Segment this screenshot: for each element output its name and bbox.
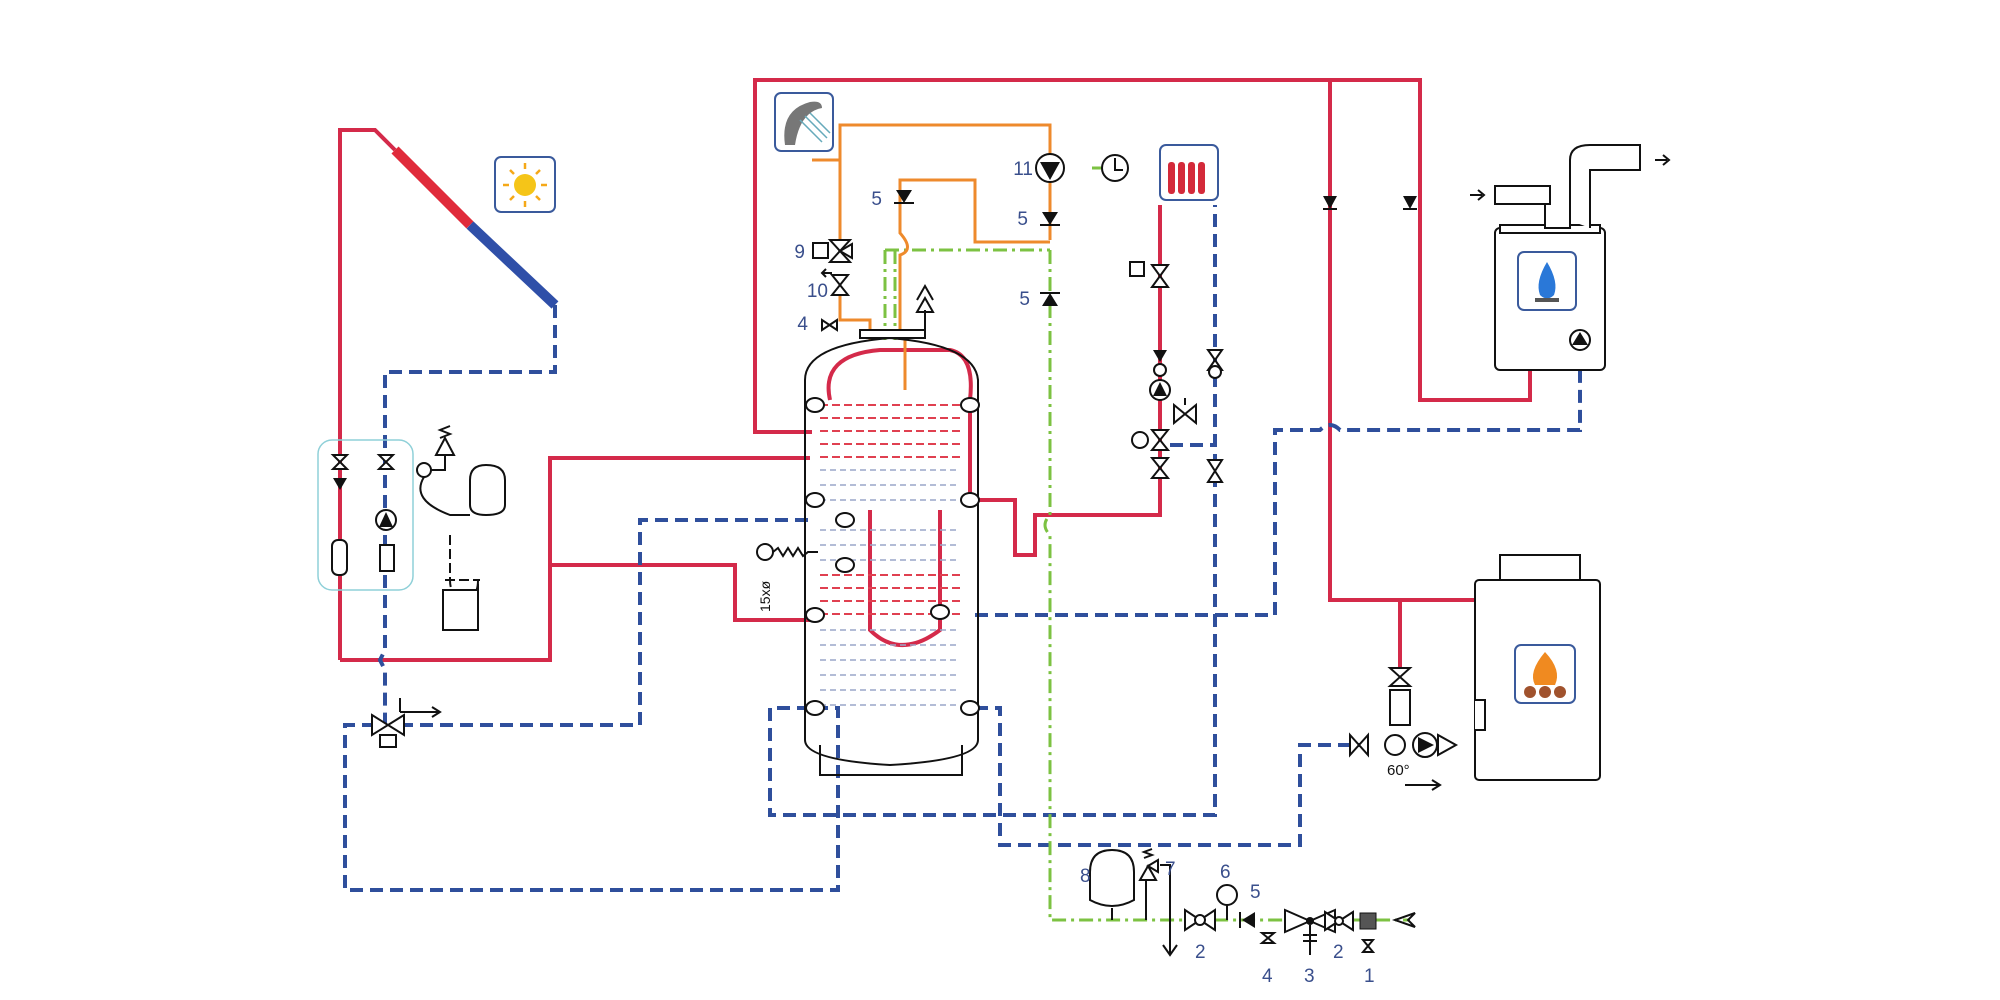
label-pressure-reducer: 3 xyxy=(1304,966,1315,987)
label-shutoff-valve: 2 xyxy=(1195,942,1206,963)
label-check-valve: 5 xyxy=(871,189,882,210)
gas-flame-icon xyxy=(1517,251,1577,311)
label-pressure-gauge: 6 xyxy=(1220,862,1231,883)
thermometer-icon xyxy=(756,543,774,561)
thermostatic-mixing-valve xyxy=(812,239,853,332)
check-valves xyxy=(894,190,1417,306)
cold-water-inlet-group xyxy=(1089,848,1416,957)
label-drain: 4 xyxy=(1262,966,1273,987)
hot-flow-pipes xyxy=(338,78,1532,670)
solar-diverter-valve xyxy=(371,698,442,748)
label-mixing-valve: 9 xyxy=(794,242,805,263)
shower-icon xyxy=(774,92,834,152)
radiator-icon xyxy=(1159,144,1219,201)
label-check-valve: 5 xyxy=(1250,882,1261,903)
label-drain: 4 xyxy=(797,314,808,335)
cold-return-pipes xyxy=(343,205,1582,892)
label-expansion-vessel: 8 xyxy=(1080,866,1091,887)
label-shutoff-valve: 2 xyxy=(1333,942,1344,963)
label-check-valve: 5 xyxy=(1017,209,1028,230)
sun-icon xyxy=(494,156,556,213)
solar-station xyxy=(317,425,506,631)
label-dhw-pump: 11 xyxy=(1013,159,1033,180)
dhw-circulation-pump xyxy=(1035,153,1065,183)
solar-collector xyxy=(391,146,559,309)
label-coil-spec: 15xø xyxy=(757,580,773,612)
component-labels: 11 5 5 5 9 10 4 8 7 6 5 2 4 3 2 1 15xø 6… xyxy=(757,159,1410,987)
label-angle: 60° xyxy=(1387,762,1410,779)
buffer-tank xyxy=(756,283,980,776)
heating-circuit-group xyxy=(1129,261,1224,483)
solid-fuel-fire-icon xyxy=(1514,644,1576,704)
label-check-valve: 5 xyxy=(1019,289,1030,310)
label-safety-valve: 7 xyxy=(1165,859,1176,880)
label-filter: 1 xyxy=(1364,966,1375,987)
label-valve-10: 10 xyxy=(807,281,828,302)
clock-icon xyxy=(1101,154,1129,182)
